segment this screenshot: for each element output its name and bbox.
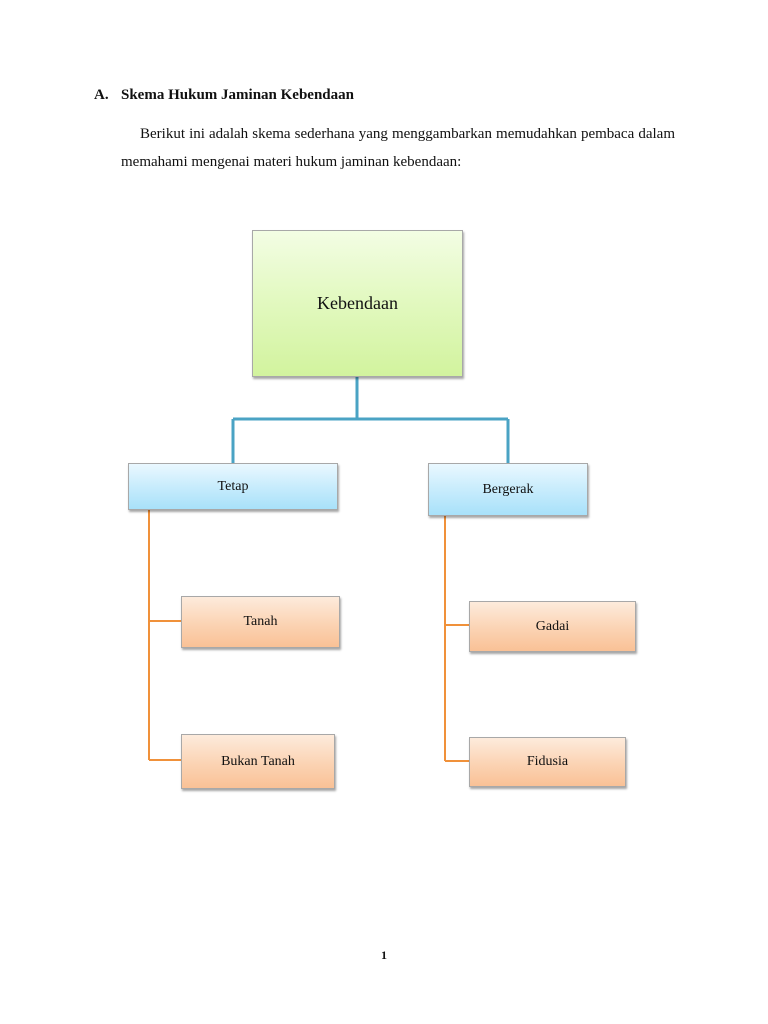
- node-tanah: Tanah: [181, 596, 340, 648]
- section-heading: A. Skema Hukum Jaminan Kebendaan: [94, 87, 354, 104]
- section-title: Skema Hukum Jaminan Kebendaan: [121, 87, 354, 103]
- page-number: 1: [381, 948, 387, 962]
- node-tetap: Tetap: [128, 463, 338, 510]
- node-bukan-tanah: Bukan Tanah: [181, 734, 335, 789]
- primary-connectors: [231, 377, 510, 463]
- secondary-connectors: [148, 510, 469, 762]
- intro-paragraph: Berikut ini adalah skema sederhana yang …: [121, 126, 675, 170]
- node-bergerak: Bergerak: [428, 463, 588, 516]
- node-gadai: Gadai: [469, 601, 636, 652]
- node-kebendaan: Kebendaan: [252, 230, 463, 377]
- section-number: A.: [94, 87, 109, 103]
- node-fidusia: Fidusia: [469, 737, 626, 787]
